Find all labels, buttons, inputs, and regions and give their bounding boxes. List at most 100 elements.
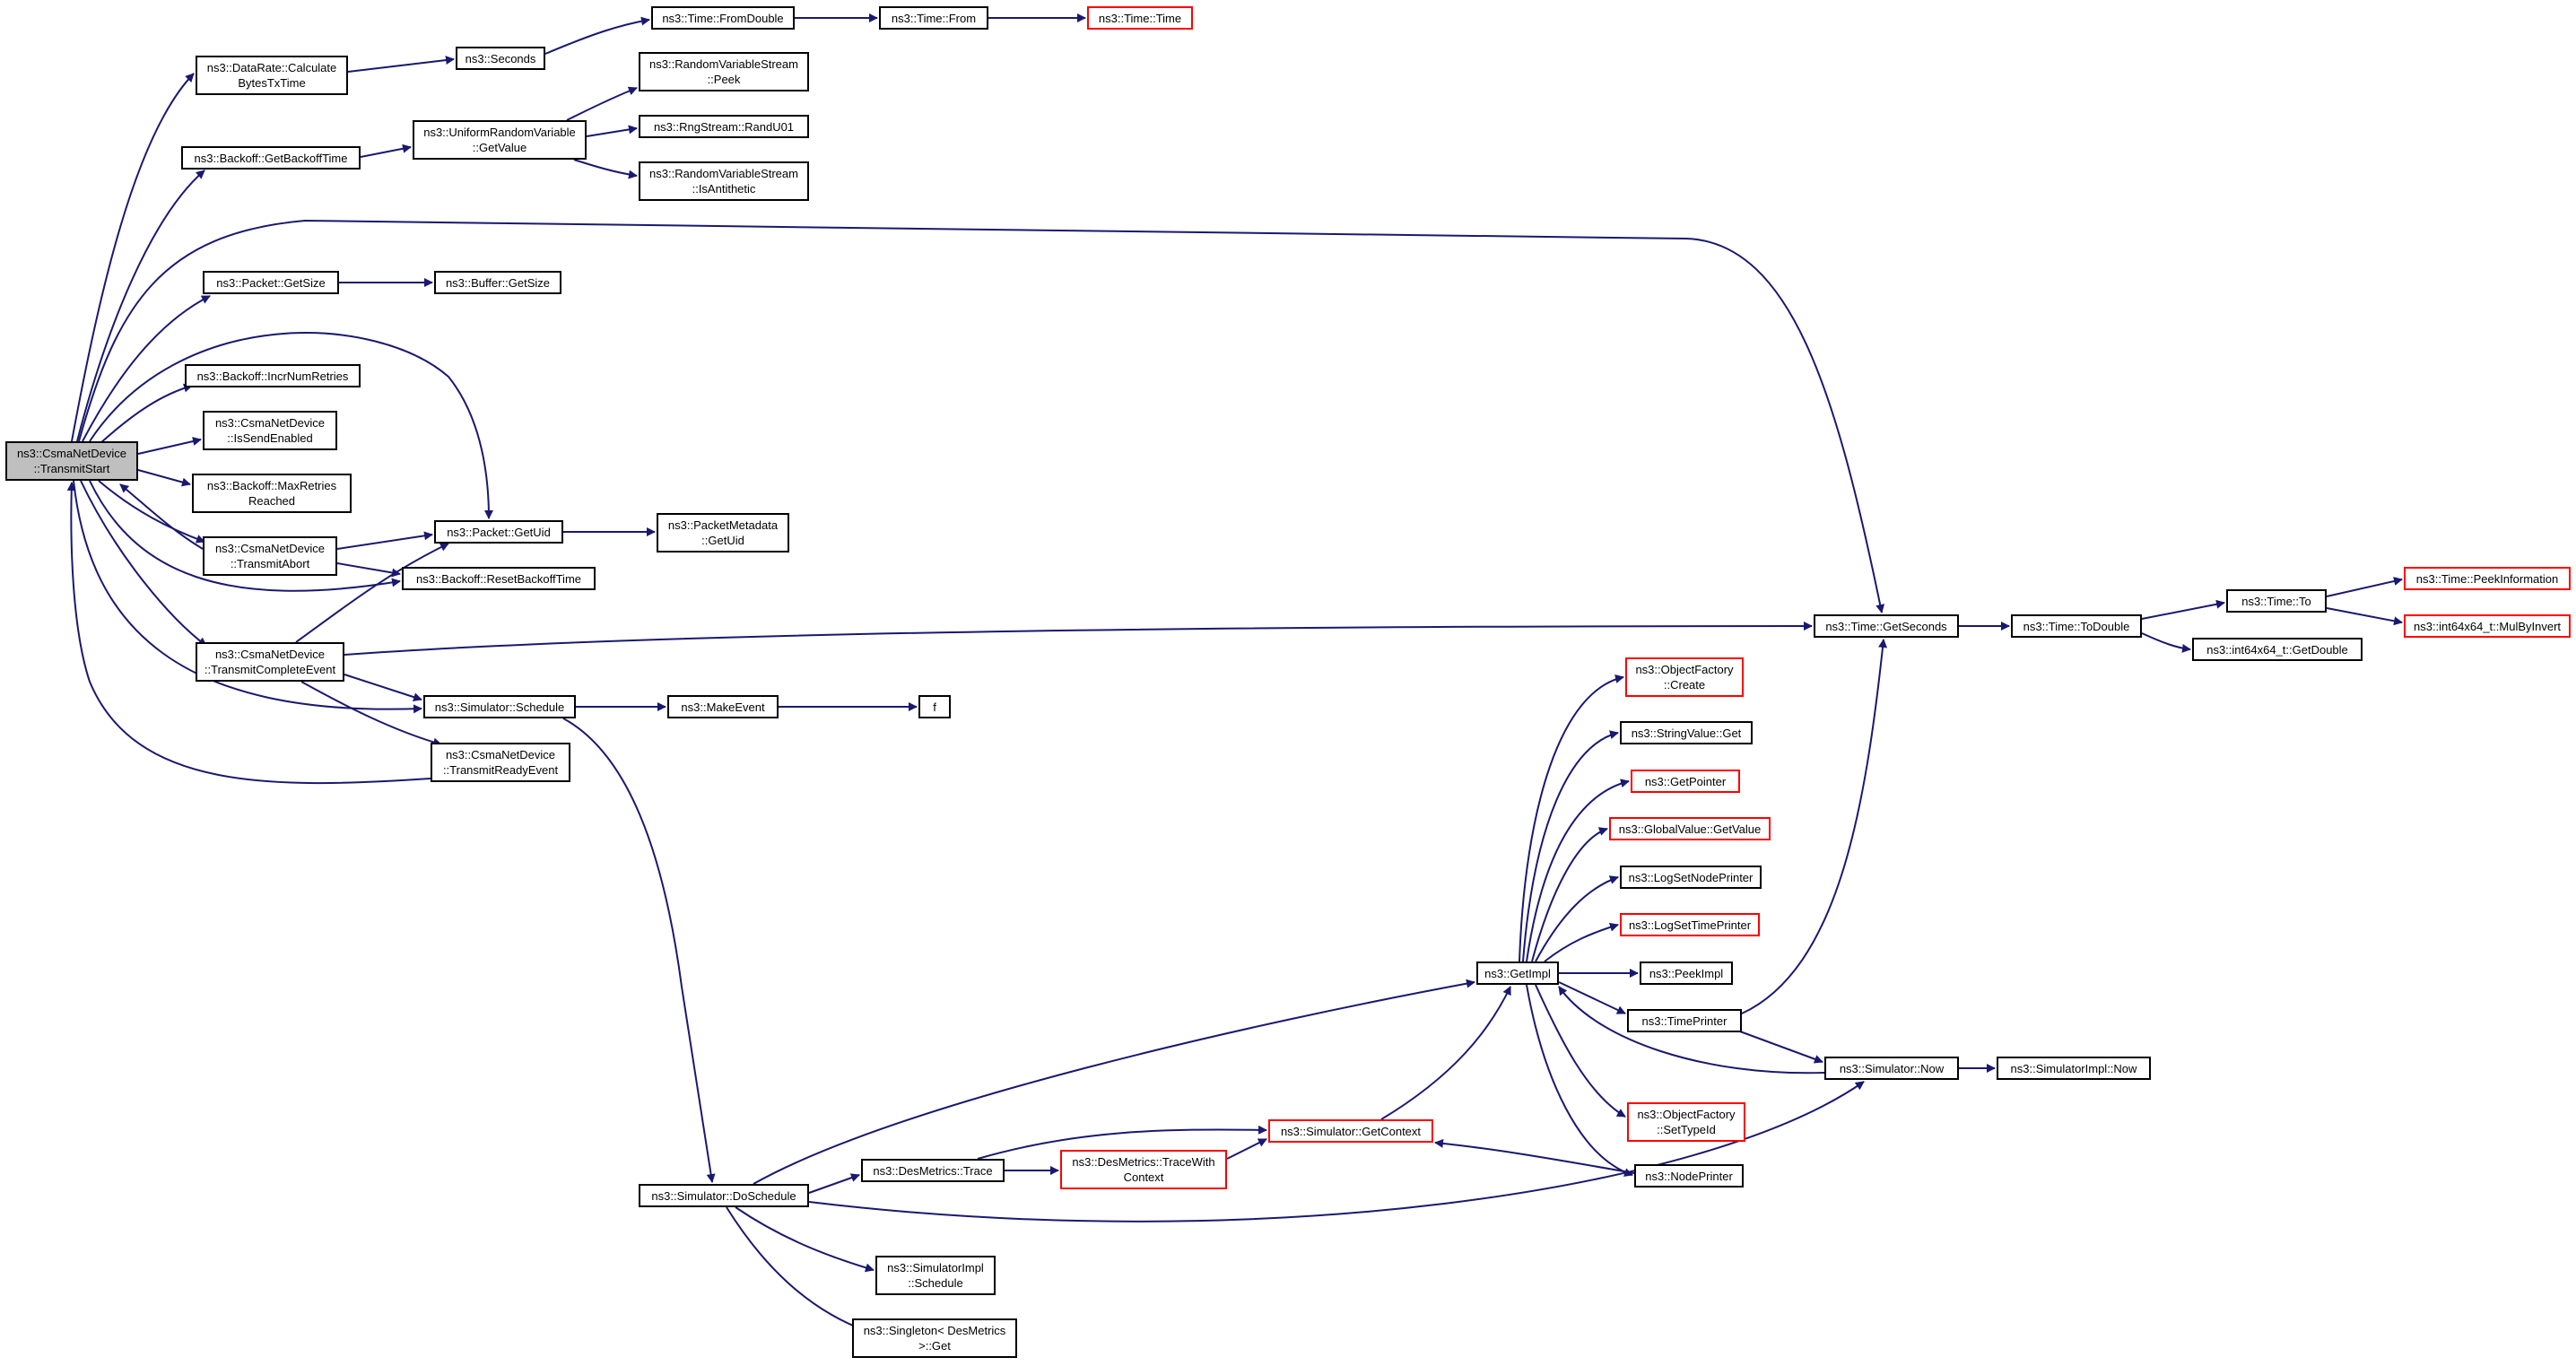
node-label-line2: ::TransmitStart bbox=[33, 462, 110, 475]
node-stringvalue-get[interactable]: ns3::StringValue::Get bbox=[1620, 721, 1753, 744]
node-desmetrics-trace[interactable]: ns3::DesMetrics::Trace bbox=[861, 1159, 1005, 1182]
node-csmanetdevice-issendenabled[interactable]: ns3::CsmaNetDevice::IsSendEnabled bbox=[203, 411, 337, 450]
node-label-line1: ns3::Buffer::GetSize bbox=[445, 275, 551, 290]
edge-root-incrNum bbox=[100, 383, 193, 444]
edge-root-schedule bbox=[73, 480, 422, 714]
node-label-line1: ns3::Simulator::Schedule bbox=[434, 700, 565, 714]
node-simulatorimpl-schedule[interactable]: ns3::SimulatorImpl::Schedule bbox=[875, 1256, 996, 1295]
node-f[interactable]: f bbox=[918, 695, 951, 718]
node-logsetnodeprinter[interactable]: ns3::LogSetNodePrinter bbox=[1620, 866, 1762, 889]
node-packetmetadata-getuid[interactable]: ns3::PacketMetadata::GetUid bbox=[657, 513, 789, 552]
edge-root-packetGetUid bbox=[89, 332, 493, 519]
node-time-from[interactable]: ns3::Time::From bbox=[879, 6, 988, 30]
node-simulator-now[interactable]: ns3::Simulator::Now bbox=[1824, 1057, 1959, 1080]
node-csmanetdevice-transmitreadyevent[interactable]: ns3::CsmaNetDevice::TransmitReadyEvent bbox=[431, 743, 570, 782]
node-label-line1: ns3::int64x64_t::MulByInvert bbox=[2413, 619, 2562, 633]
edge-txReady-root bbox=[66, 482, 431, 785]
node-randomvariablestream-peek[interactable]: ns3::RandomVariableStream::Peek bbox=[639, 52, 809, 91]
node-seconds[interactable]: ns3::Seconds bbox=[456, 47, 545, 70]
node-time-time[interactable]: ns3::Time::Time bbox=[1087, 6, 1193, 30]
node-singleton-desmetrics-get[interactable]: ns3::Singleton< DesMetrics >::Get bbox=[852, 1318, 1017, 1358]
node-time-to[interactable]: ns3::Time::To bbox=[2226, 589, 2327, 613]
node-label-line2: ::TransmitReadyEvent bbox=[442, 763, 559, 777]
node-label-line1: ns3::DesMetrics::Trace bbox=[873, 1163, 993, 1178]
node-time-fromdouble[interactable]: ns3::Time::FromDouble bbox=[651, 6, 795, 30]
edge-root-transmitAbort bbox=[98, 480, 205, 544]
node-label-line1: ns3::SimulatorImpl::Now bbox=[2010, 1061, 2137, 1075]
node-time-peekinformation[interactable]: ns3::Time::PeekInformation bbox=[2404, 567, 2571, 590]
node-getimpl[interactable]: ns3::GetImpl bbox=[1476, 961, 1559, 985]
edge-doSchedule-singleton bbox=[726, 1206, 867, 1333]
node-buffer-getsize[interactable]: ns3::Buffer::GetSize bbox=[434, 271, 561, 294]
node-time-getseconds[interactable]: ns3::Time::GetSeconds bbox=[1814, 614, 1959, 638]
node-packet-getuid[interactable]: ns3::Packet::GetUid bbox=[434, 520, 563, 544]
node-csmanetdevice-transmitabort[interactable]: ns3::CsmaNetDevice::TransmitAbort bbox=[203, 536, 337, 576]
node-makeevent[interactable]: ns3::MakeEvent bbox=[667, 695, 779, 718]
node-simulator-schedule[interactable]: ns3::Simulator::Schedule bbox=[423, 695, 576, 718]
edge-txComplete-getSeconds bbox=[344, 622, 1813, 656]
node-label-line1: ns3::Backoff::IncrNumRetries bbox=[196, 369, 349, 383]
edge-desTraceCtx-getContext bbox=[1226, 1138, 1267, 1160]
node-randomvariablestream-isantithetic[interactable]: ns3::RandomVariableStream::IsAntithetic bbox=[639, 161, 809, 201]
edge-getImpl-nodePrinter bbox=[1526, 984, 1633, 1177]
edge-getImpl-ofSetTypeId bbox=[1535, 984, 1626, 1118]
node-label-line1: ns3::CsmaNetDevice bbox=[16, 447, 127, 460]
edge-seconds-fromDouble bbox=[544, 16, 650, 55]
node-nodeprinter[interactable]: ns3::NodePrinter bbox=[1634, 1164, 1744, 1188]
edge-doSchedule-desTrace bbox=[808, 1173, 860, 1194]
node-simulator-getcontext[interactable]: ns3::Simulator::GetContext bbox=[1268, 1119, 1433, 1143]
node-timeprinter[interactable]: ns3::TimePrinter bbox=[1627, 1009, 1742, 1032]
node-objectfactory-create[interactable]: ns3::ObjectFactory::Create bbox=[1625, 657, 1744, 697]
node-globalvalue-getvalue[interactable]: ns3::GlobalValue::GetValue bbox=[1609, 817, 1771, 840]
node-label-line1: ns3::PeekImpl bbox=[1649, 966, 1724, 980]
node-objectfactory-settypeid[interactable]: ns3::ObjectFactory::SetTypeId bbox=[1627, 1102, 1745, 1142]
edge-urv-rvsIsAnti bbox=[573, 159, 638, 179]
edge-getContext-getImpl bbox=[1380, 986, 1511, 1120]
node-uniformrandomvariable-getvalue[interactable]: ns3::UniformRandomVariable::GetValue bbox=[413, 120, 587, 160]
edge-root-txComplete bbox=[80, 480, 207, 647]
node-label-line1: ns3::DataRate::Calculate bbox=[206, 61, 337, 74]
node-int64x64-mulbyinvert[interactable]: ns3::int64x64_t::MulByInvert bbox=[2404, 614, 2571, 638]
node-backoff-getbackofftime[interactable]: ns3::Backoff::GetBackoffTime bbox=[181, 146, 361, 170]
node-backoff-resetbackofftime[interactable]: ns3::Backoff::ResetBackoffTime bbox=[402, 567, 596, 590]
node-label-line1: ns3::Singleton< DesMetrics bbox=[863, 1324, 1006, 1337]
node-logsettimeprinter[interactable]: ns3::LogSetTimePrinter bbox=[1620, 913, 1760, 936]
node-label-line2: Reached bbox=[248, 494, 296, 508]
node-int64x64-getdouble[interactable]: ns3::int64x64_t::GetDouble bbox=[2192, 638, 2363, 661]
edge-getImpl-logTime bbox=[1544, 922, 1619, 962]
node-packet-getsize[interactable]: ns3::Packet::GetSize bbox=[203, 271, 339, 294]
edge-schedule-doSchedule bbox=[562, 718, 716, 1183]
node-backoff-incrnumretries[interactable]: ns3::Backoff::IncrNumRetries bbox=[185, 364, 361, 387]
edge-timePrinter-simNow bbox=[1739, 1031, 1823, 1064]
node-rngstream-randu01[interactable]: ns3::RngStream::RandU01 bbox=[639, 115, 809, 138]
node-label-line2: >::Get bbox=[918, 1339, 951, 1353]
node-time-todouble[interactable]: ns3::Time::ToDouble bbox=[2011, 614, 2142, 638]
edge-root-getBackoffTime bbox=[76, 170, 205, 442]
node-csmanetdevice-transmitcompleteevent[interactable]: ns3::CsmaNetDevice::TransmitCompleteEven… bbox=[196, 642, 344, 682]
node-label-line1: ns3::int64x64_t::GetDouble bbox=[2206, 642, 2348, 657]
node-getpointer[interactable]: ns3::GetPointer bbox=[1631, 770, 1740, 793]
node-simulatorimpl-now[interactable]: ns3::SimulatorImpl::Now bbox=[1997, 1057, 2151, 1080]
node-label-line1: ns3::Simulator::Now bbox=[1839, 1061, 1945, 1075]
node-simulator-doschedule[interactable]: ns3::Simulator::DoSchedule bbox=[639, 1184, 809, 1207]
node-peekimpl[interactable]: ns3::PeekImpl bbox=[1640, 961, 1733, 985]
node-csmanetdevice-transmitstart: ns3::CsmaNetDevice::TransmitStart bbox=[5, 441, 138, 481]
node-label-line1: ns3::Time::ToDouble bbox=[2023, 619, 2130, 633]
node-label-line1: ns3::ObjectFactory bbox=[1637, 1108, 1736, 1121]
edge-getBackoff-urv bbox=[360, 144, 412, 158]
node-label-line2: ::Schedule bbox=[908, 1276, 963, 1290]
edge-urv-randU01 bbox=[586, 125, 638, 137]
node-label-line2: Context bbox=[1123, 1170, 1164, 1184]
edge-getImpl-ofCreate bbox=[1519, 674, 1624, 962]
edge-calcBytes-seconds bbox=[347, 56, 455, 73]
node-label-line1: ns3::Time::Time bbox=[1098, 11, 1182, 25]
edge-doSchedule-simImplSched bbox=[735, 1206, 875, 1273]
node-label-line1: ns3::GetImpl bbox=[1484, 966, 1551, 980]
node-label-line1: ns3::GetPointer bbox=[1644, 774, 1727, 788]
node-label-line1: ns3::Time::GetSeconds bbox=[1825, 619, 1947, 633]
node-label-line1: ns3::CsmaNetDevice bbox=[445, 748, 556, 761]
